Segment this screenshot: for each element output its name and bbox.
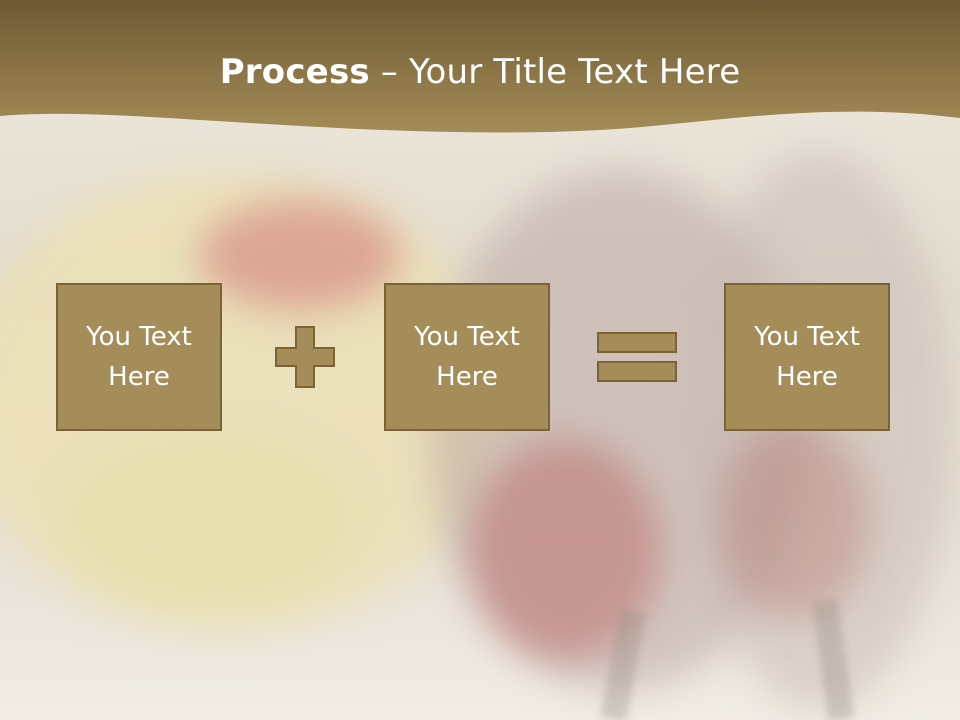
plus-icon bbox=[274, 325, 336, 389]
process-box-1-text: You Text Here bbox=[86, 322, 192, 392]
equals-icon bbox=[596, 331, 678, 383]
title-bold: Process bbox=[219, 52, 370, 92]
title-banner bbox=[0, 0, 960, 140]
process-box-1[interactable]: You Text Here bbox=[56, 283, 222, 431]
process-box-3-text: You Text Here bbox=[754, 322, 860, 392]
process-box-2[interactable]: You Text Here bbox=[384, 283, 550, 431]
process-box-3[interactable]: You Text Here bbox=[724, 283, 890, 431]
title-rest: – Your Title Text Here bbox=[369, 52, 741, 92]
process-box-2-text: You Text Here bbox=[414, 322, 520, 392]
page-title[interactable]: Process – Your Title Text Here bbox=[0, 52, 960, 92]
